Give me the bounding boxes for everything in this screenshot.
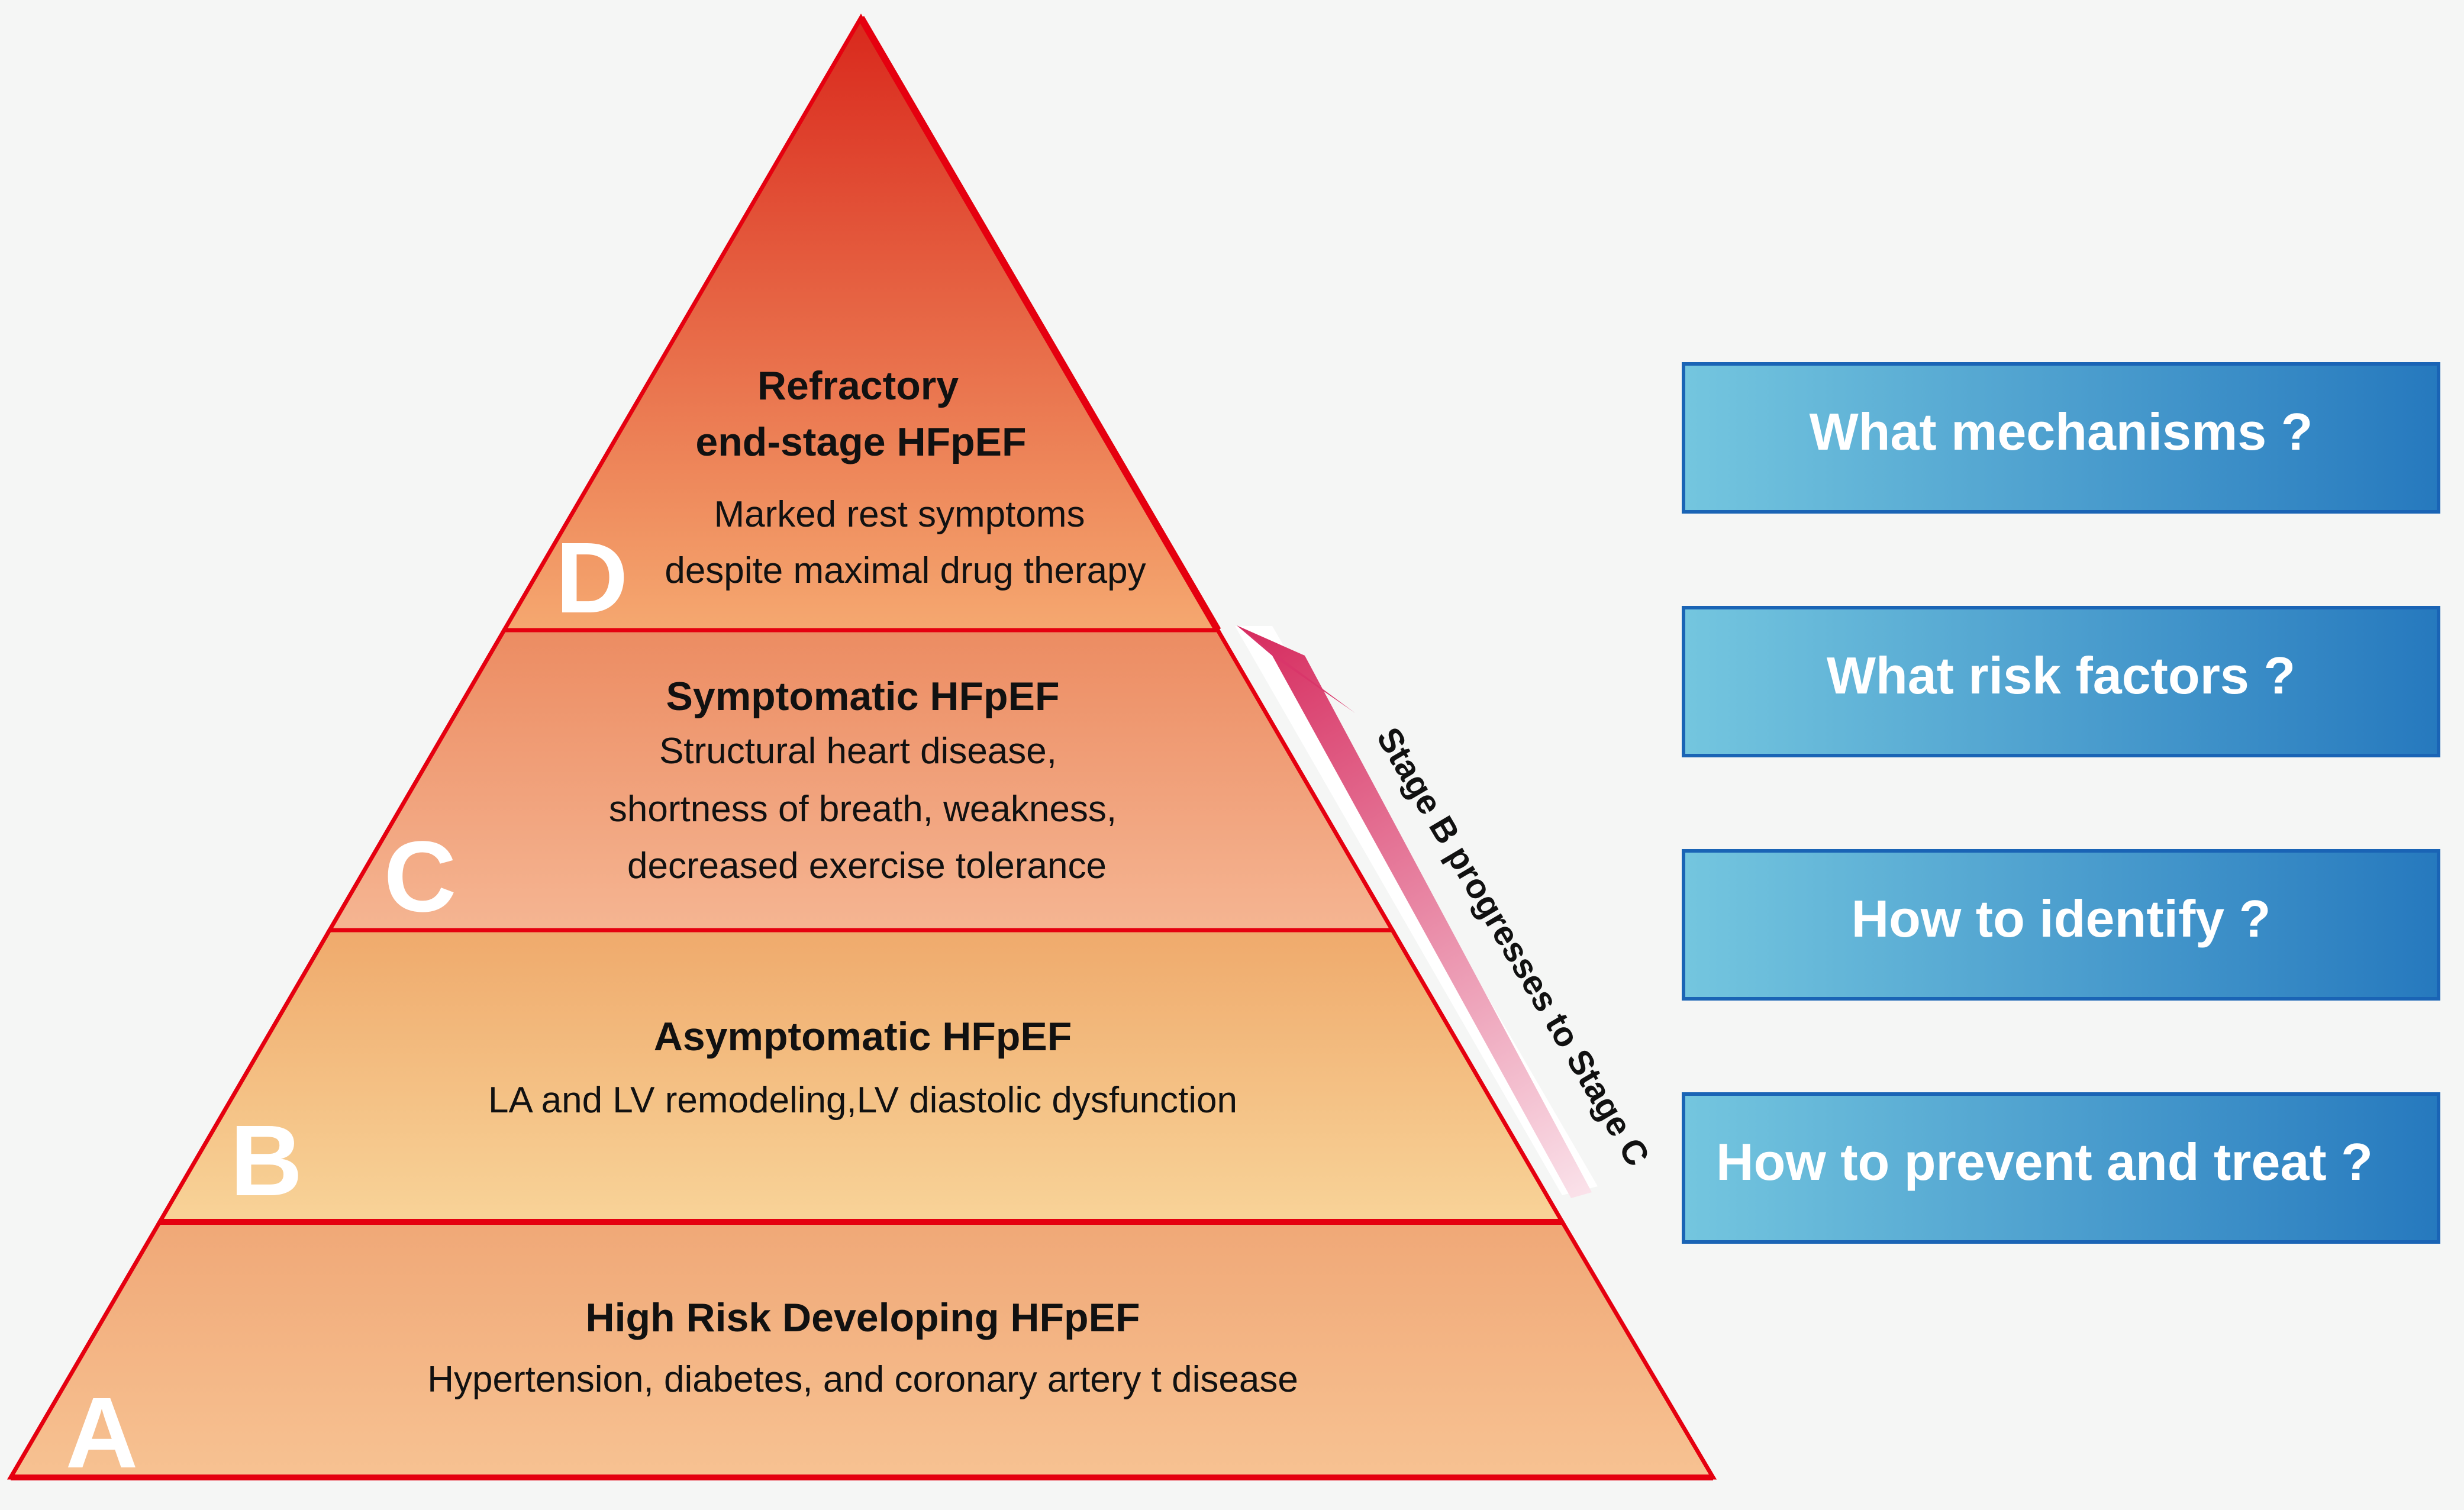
stage-c-title: Symptomatic HFpEF [666,674,1060,719]
question-box-2-label: What risk factors ? [1827,646,2295,705]
question-box-3-bg [1682,849,2440,1001]
stage-b-letter: B [230,1105,303,1217]
stage-c-letter: C [384,821,457,933]
arrow-head-wing [1237,625,1355,713]
stage-d-title-line-2: end-stage HFpEF [695,420,1026,464]
arrow-shaft [1272,656,1592,1198]
question-box-2-bg [1682,606,2440,757]
stage-a-band [7,1219,1717,1480]
stage-b: Asymptomatic HFpEF LA and LV remodeling,… [156,928,1566,1224]
question-box-1-label: What mechanisms ? [1810,402,2313,461]
stage-d-desc-line-2: despite maximal drug therapy [665,550,1146,591]
question-box-3: How to identify ? [1682,849,2440,1001]
arrow-head-icon [1237,625,1305,656]
stage-a-title: High Risk Developing HFpEF [586,1295,1140,1340]
question-box-4-bg [1682,1092,2440,1244]
stage-a-desc: Hypertension, diabetes, and coronary art… [427,1359,1298,1400]
stage-c-desc-line-2: shortness of breath, weakness, [609,789,1117,830]
stage-d-desc-line-1: Marked rest symptoms [714,494,1085,535]
stage-b-title: Asymptomatic HFpEF [654,1014,1072,1059]
question-box-4: How to prevent and treat ? [1682,1092,2440,1244]
stage-d-letter: D [556,522,628,634]
question-box-3-label: How to identify ? [1852,889,2271,948]
stage-a-letter: A [66,1377,138,1489]
question-box-4-label: How to prevent and treat ? [1716,1132,2373,1191]
stage-b-band [156,928,1566,1224]
apex-edge-accent [857,15,1221,633]
question-box-2: What risk factors ? [1682,606,2440,757]
stage-a: High Risk Developing HFpEF Hypertension,… [7,1219,1717,1489]
stage-c-desc-line-1: Structural heart disease, [659,731,1057,772]
stage-d-title-line-1: Refractory [757,363,959,408]
stage-d: Refractory end-stage HFpEF Marked rest s… [500,14,1222,634]
stage-b-desc: LA and LV remodeling,LV diastolic dysfun… [488,1080,1237,1121]
question-box-1-bg [1682,362,2440,514]
stage-c: Symptomatic HFpEF Structural heart disea… [325,628,1397,933]
question-box-1: What mechanisms ? [1682,362,2440,514]
stage-c-desc-line-3: decreased exercise tolerance [627,846,1107,886]
